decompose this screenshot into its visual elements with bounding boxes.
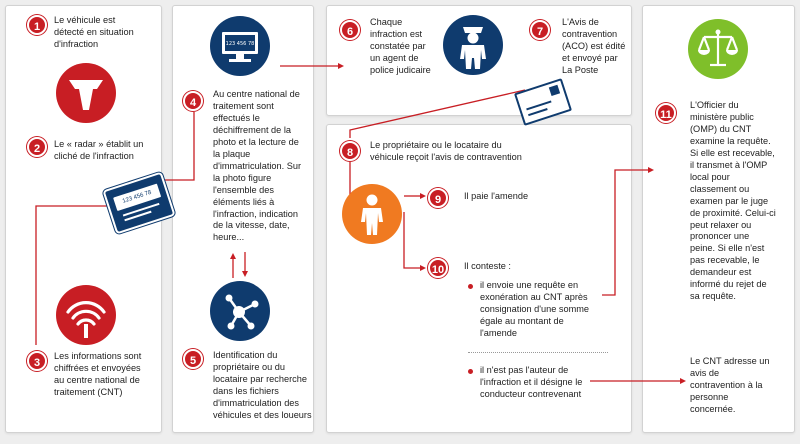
radar-icon xyxy=(56,63,116,123)
step-8-badge: 8 xyxy=(340,141,360,161)
plate-text: 123 456 78 xyxy=(113,183,162,212)
step-9-badge: 9 xyxy=(428,188,448,208)
step-10-text: Il conteste : xyxy=(464,261,511,271)
step-9-text: Il paie l'amende xyxy=(464,191,529,201)
step-4-badge: 4 xyxy=(183,91,203,111)
bullet-dot xyxy=(468,284,473,289)
step-1-badge: 1 xyxy=(27,15,47,35)
step-6-badge: 6 xyxy=(340,20,360,40)
bullet-dot xyxy=(468,369,473,374)
officer-icon xyxy=(443,15,503,75)
svg-text:123 456 78: 123 456 78 xyxy=(226,41,255,47)
step-7-badge: 7 xyxy=(530,20,550,40)
network-icon xyxy=(210,281,270,341)
balance-scale-icon xyxy=(688,19,748,79)
computer-icon: 123 456 78 xyxy=(210,16,270,76)
divider xyxy=(468,352,608,353)
wifi-icon xyxy=(56,285,116,345)
step-3-badge: 3 xyxy=(27,351,47,371)
step-11-badge: 11 xyxy=(656,103,676,123)
step-2-badge: 2 xyxy=(27,137,47,157)
step-5-badge: 5 xyxy=(183,349,203,369)
step-10-badge: 10 xyxy=(428,258,448,278)
person-icon xyxy=(342,184,402,244)
